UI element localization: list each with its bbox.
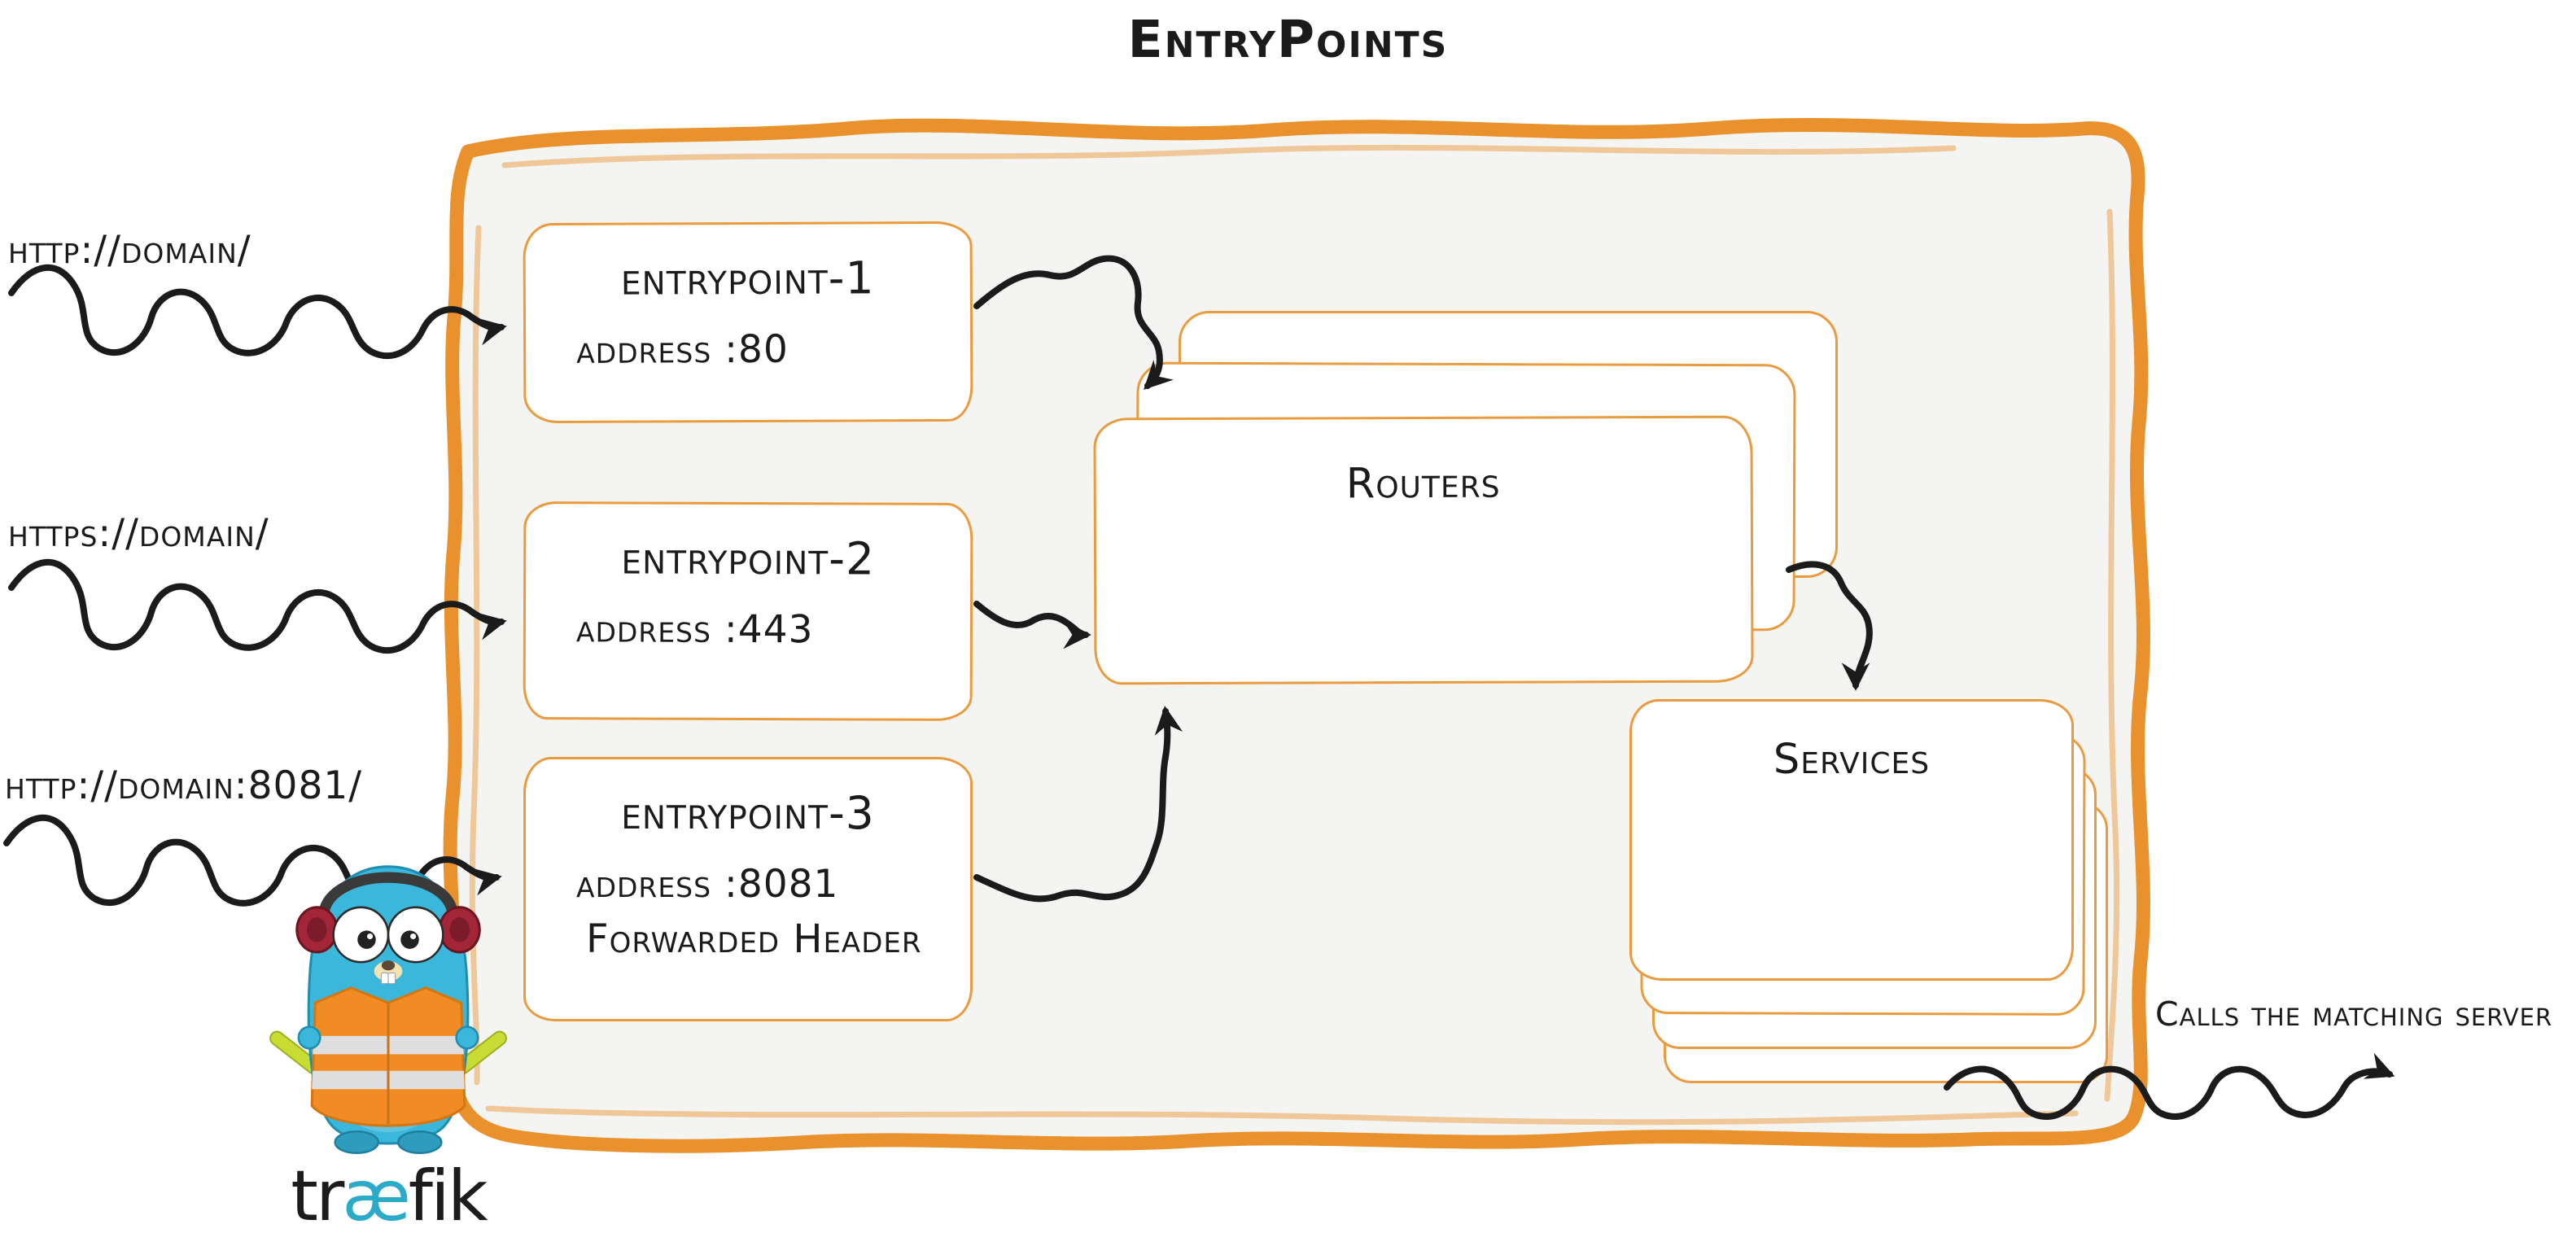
gopher-mascot-icon <box>269 865 507 1155</box>
entrypoint-3-address: address :8081 <box>576 862 839 907</box>
gopher-feet <box>334 1130 443 1155</box>
request-url-https: https://domain/ <box>8 511 269 556</box>
safety-vest-icon <box>310 986 466 1127</box>
wordmark-ae: æ <box>342 1156 410 1233</box>
gopher-paws <box>297 1025 479 1050</box>
wordmark-post: fik <box>408 1156 488 1233</box>
traefik-wordmark: træfik <box>264 1156 513 1233</box>
boundary-brush-right <box>2104 208 2120 1102</box>
entrypoint-box-3: entrypoint-3 address :8081 Forwarded Hea… <box>523 757 973 1021</box>
gopher-eyes <box>332 906 444 964</box>
boundary-brush-left <box>469 225 482 1086</box>
entrypoint-2-address: address :443 <box>575 606 814 653</box>
gopher-snout <box>374 960 403 985</box>
diagram-title: EntryPoints <box>1127 10 1449 69</box>
boundary-brush-top <box>501 144 1957 168</box>
boundary-brush-bottom <box>485 1105 2079 1126</box>
entrypoint-2-name: entrypoint-2 <box>621 531 876 585</box>
wordmark-pre: tr <box>291 1156 344 1233</box>
entrypoint-3-forwarded-header: Forwarded Header <box>586 916 922 962</box>
services-label: Services <box>1773 736 1931 784</box>
entrypoint-3-name: entrypoint-3 <box>621 787 875 839</box>
request-url-http: http://domain/ <box>8 228 251 273</box>
output-label: Calls the matching server <box>2155 995 2553 1034</box>
entrypoint-1-name: entrypoint-1 <box>620 251 875 305</box>
entrypoint-box-1: entrypoint-1 address :80 <box>523 221 973 424</box>
entrypoint-box-2: entrypoint-2 address :443 <box>523 501 973 721</box>
entrypoint-1-address: address :80 <box>576 326 789 373</box>
request-url-8081: http://domain:8081/ <box>5 763 363 808</box>
routers-label: Routers <box>1345 459 1501 509</box>
routers-box: Routers <box>1093 415 1754 685</box>
services-box: Services <box>1629 699 2074 981</box>
